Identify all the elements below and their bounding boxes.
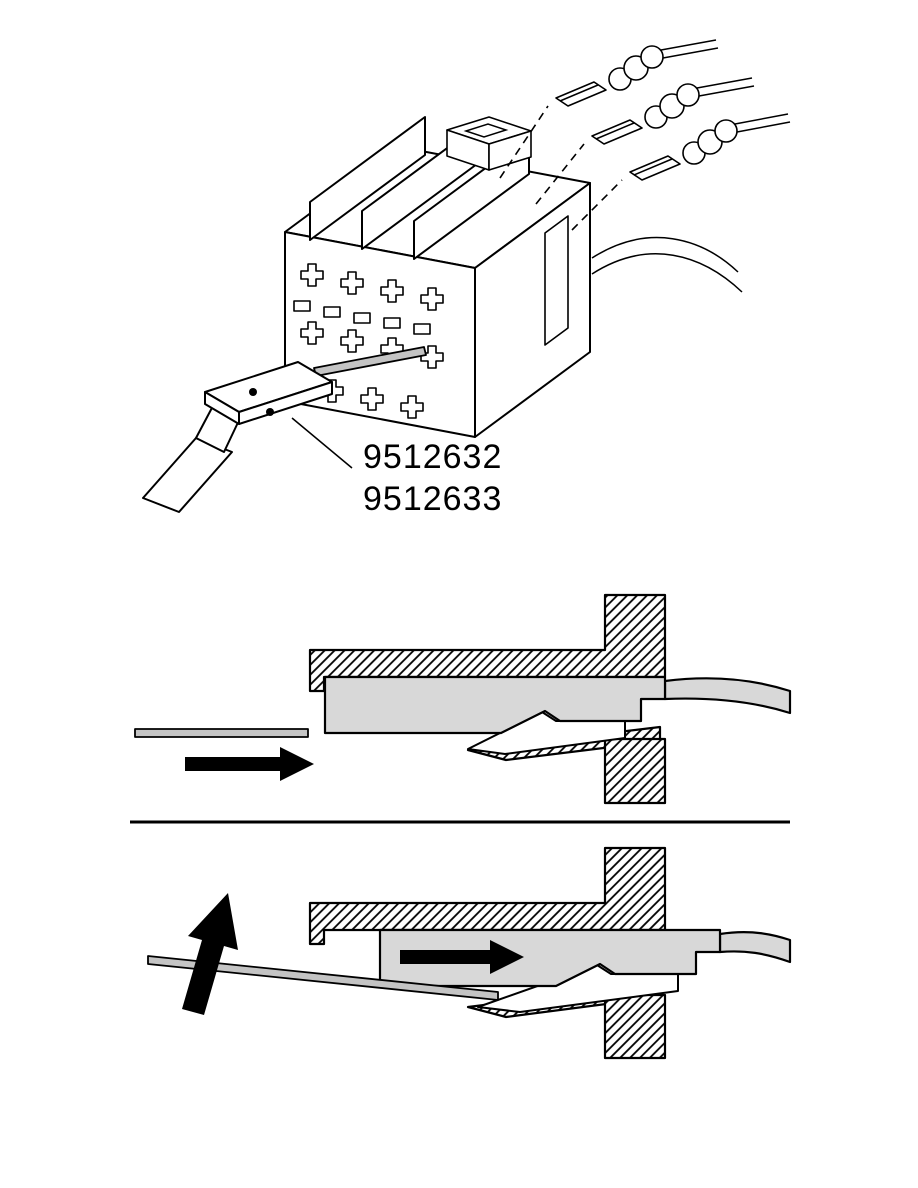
terminal-assembly <box>555 39 719 107</box>
terminal-pin-edge <box>559 84 599 102</box>
cavity-slot <box>323 306 341 318</box>
terminal-assembly <box>591 77 755 145</box>
extraction-tool <box>142 346 427 513</box>
cross-section-insertion-step <box>134 593 792 805</box>
terminal-pin <box>629 155 681 181</box>
harness-wires <box>591 236 743 293</box>
connector-housing <box>284 116 591 438</box>
housing-side-slot <box>544 215 569 346</box>
insert-direction-arrow <box>185 747 314 781</box>
insertion-dashed-line <box>499 105 549 179</box>
housing-lower-wall <box>603 993 667 1060</box>
wire-seal <box>676 83 700 107</box>
tool-head-left <box>204 391 240 425</box>
harness-wire <box>591 236 739 273</box>
terminal-assembly <box>629 113 791 181</box>
terminal-pin-edge <box>633 158 673 176</box>
terminal-wire <box>718 931 792 964</box>
cavity-slot <box>353 312 371 324</box>
lift-direction-arrow <box>182 893 238 1015</box>
leader-line <box>291 417 353 469</box>
push-direction-arrow <box>400 940 524 974</box>
terminal-pin <box>555 81 607 107</box>
latch-right <box>488 130 532 171</box>
wire-seal <box>640 45 664 69</box>
terminal-pin <box>591 119 643 145</box>
harness-wire <box>591 253 743 293</box>
cavity-slot <box>413 323 431 335</box>
terminal-pin-edge <box>595 122 635 140</box>
cavity-slot <box>383 317 401 329</box>
exploded-view-figure <box>142 39 791 513</box>
tool-blade <box>134 728 309 738</box>
insertion-guide-lines <box>499 105 623 231</box>
housing-lower-wall <box>603 737 667 805</box>
insertion-dashed-line <box>571 179 623 231</box>
housing-fin <box>309 116 426 241</box>
wire-lead <box>660 39 719 59</box>
part-number-label: 9512632 <box>363 438 503 476</box>
tool-pin-hole <box>266 408 274 416</box>
tool-pin-hole <box>249 388 257 396</box>
cavity-slot <box>293 300 311 312</box>
cross-section-release-step <box>147 846 792 1060</box>
terminal-body <box>323 675 667 735</box>
wire-seal <box>714 119 738 143</box>
wire-lead <box>696 77 755 97</box>
part-number-label: 9512633 <box>363 480 503 518</box>
tool-blade <box>147 955 499 1001</box>
terminal-wire <box>663 677 792 715</box>
terminal-body <box>378 928 722 988</box>
latch-block <box>446 116 532 171</box>
tool-handle <box>142 437 233 513</box>
latch-notch <box>463 123 509 138</box>
wire-lead <box>734 113 791 133</box>
